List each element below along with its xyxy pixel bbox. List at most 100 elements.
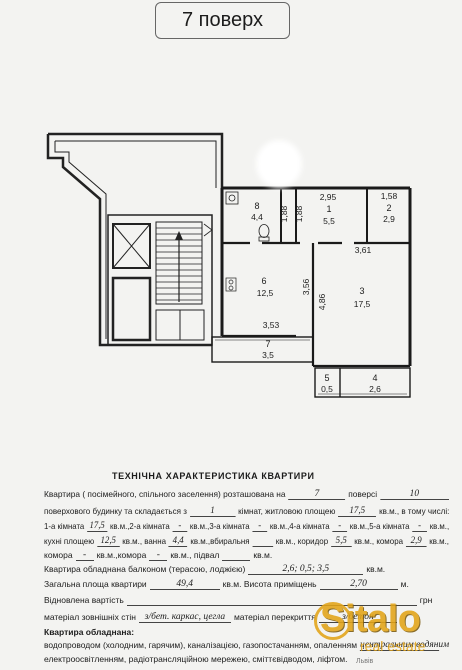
height-value: 2,70 <box>319 579 398 590</box>
label: м. <box>400 579 409 589</box>
loggia-balconies <box>211 336 411 398</box>
spec-line-storage: комора - кв.м.,комора - кв.м., підвал кв… <box>44 550 449 561</box>
room-3-number: 3 <box>359 286 364 296</box>
label: Квартира ( посімейного, спільного заселе… <box>44 489 286 499</box>
room4-value: - <box>332 521 348 532</box>
spec-line-equipment-label: Квартира обладнана: <box>44 627 449 638</box>
spec-line-area: Загальна площа квартири 49,4 кв.м. Висот… <box>44 579 449 590</box>
floor-material-value: з/бетон <box>318 612 397 623</box>
room-4-area: 2,6 <box>369 384 381 394</box>
label: поверхового будинку та складається з <box>44 506 187 516</box>
spec-line-equipment-2: електроосвітленням, радіотрансляційною м… <box>44 654 449 665</box>
heating-value: центральним водяним <box>359 640 450 651</box>
pantry-value: 2,9 <box>405 536 427 547</box>
room1-value: 17,5 <box>87 521 108 532</box>
logo-ring-icon <box>314 602 352 640</box>
room-7-area: 3,5 <box>262 350 274 360</box>
pantry3-value: - <box>149 550 168 561</box>
label: кімнат, житловою площею <box>238 506 336 516</box>
dimension-label: 1,58 <box>381 191 398 201</box>
label: кв.м. Висота приміщень <box>222 579 317 589</box>
spec-line-rooms: 1-а кімната 17,5 кв.м.,2-а кімната - кв.… <box>44 521 449 532</box>
pantry2-value: - <box>75 550 94 561</box>
spec-line-composition: поверхового будинку та складається з 1 к… <box>44 506 449 517</box>
building-outline <box>46 132 224 347</box>
label: кв.м.,4-а кімната <box>269 521 330 531</box>
dimension-label: 3,56 <box>301 278 311 295</box>
label: кв.м., ванна <box>122 536 167 546</box>
room3-value: - <box>252 521 268 532</box>
room-6-number: 6 <box>261 276 266 286</box>
balcony-value: 2,6; 0,5; 3,5 <box>248 564 364 575</box>
kitchen-value: 12,5 <box>96 536 120 547</box>
room5-value: - <box>412 521 427 532</box>
cost-value <box>126 595 417 606</box>
room-7-number: 7 <box>265 339 270 349</box>
stair-block <box>107 214 213 346</box>
toilet-icon <box>258 224 270 242</box>
label: Квартира обладнана: <box>44 627 135 637</box>
dimension-label: 1,88 <box>279 205 289 222</box>
label: кв.м., коридор <box>275 536 329 546</box>
label: Квартира обладнана балконом (терасою, ло… <box>44 564 246 574</box>
label: матеріал зовнішніх стін <box>44 612 136 622</box>
floor-value: 7 <box>288 489 346 500</box>
label: кв.м., підвал <box>170 550 220 560</box>
sink-icon <box>225 191 239 205</box>
room-5-area: 0,5 <box>321 384 333 394</box>
redaction-mark <box>256 140 302 188</box>
floor-title: 7 поверх <box>155 2 290 39</box>
floor-plan: 8 4,4 1,88 1,88 2,95 1 5,5 1,58 2 2,9 3,… <box>46 132 412 398</box>
label: грн <box>419 595 433 605</box>
living-area-value: 17,5 <box>338 506 377 517</box>
spec-line-cost: Відновлена вартість грн <box>44 595 449 606</box>
room-8-area: 4,4 <box>251 212 263 222</box>
wc-value <box>252 536 273 547</box>
apartment-walls <box>220 186 412 368</box>
label: кв.м.,2-а кімната <box>109 521 170 531</box>
label: кв.м., в тому числі: <box>379 506 450 516</box>
room-8-number: 8 <box>254 201 259 211</box>
label: кв.м.,вбиральня <box>190 536 250 546</box>
label: електроосвітленням, радіотрансляційною м… <box>44 654 348 664</box>
walls-material-value: з/бет. каркас, цегла <box>138 612 231 623</box>
label: матеріал перекриття <box>233 612 316 622</box>
label: поверсі <box>348 489 378 499</box>
label: Відновлена вартість <box>44 595 124 605</box>
room-1-number: 1 <box>326 204 331 214</box>
room-6-area: 12,5 <box>257 288 274 298</box>
logo-tagline: real estate <box>360 638 426 654</box>
dimension-label: 1,88 <box>294 205 304 222</box>
label: водопроводом (холодним, гарячим), каналі… <box>44 640 358 650</box>
logo-brand: Sitalo <box>320 598 421 640</box>
label: 1-а кімната <box>44 521 85 531</box>
room-2-number: 2 <box>386 203 391 213</box>
logo-city: Львів <box>356 658 374 665</box>
label: кухні площею <box>44 536 95 546</box>
dimension-label: 3,53 <box>263 320 280 330</box>
label: Загальна площа квартири <box>44 579 147 589</box>
label: кв.м.,комора <box>96 550 147 560</box>
dimension-label: 3,61 <box>355 245 372 255</box>
spec-line-location: Квартира ( посімейного, спільного заселе… <box>44 489 449 500</box>
label: кв.м.,5-а кімната <box>349 521 410 531</box>
room-5-number: 5 <box>324 373 329 383</box>
total-area-value: 49,4 <box>149 579 220 590</box>
room-3-area: 17,5 <box>354 299 371 309</box>
dimension-label: 2,95 <box>320 192 337 202</box>
room-2-area: 2,9 <box>383 214 395 224</box>
spec-heading: ТЕХНІЧНА ХАРАКТЕРИСТИКА КВАРТИРИ <box>112 471 315 481</box>
spec-line-materials: матеріал зовнішніх стін з/бет. каркас, ц… <box>44 612 449 623</box>
label: кв.м.,3-а кімната <box>189 521 250 531</box>
label: кв.м. <box>253 550 273 560</box>
label: кв.м. <box>366 564 386 574</box>
label: комора <box>44 550 73 560</box>
elevator-shaft-2 <box>111 276 152 342</box>
room-1-area: 5,5 <box>323 216 335 226</box>
sitalo-logo: Sitalo real estate Львів <box>312 596 460 668</box>
label: кв.м., <box>429 521 450 531</box>
spec-line-equipment-1: водопроводом (холодним, гарячим), каналі… <box>44 640 450 651</box>
label: кв.м., комора <box>354 536 404 546</box>
floors-total-value: 10 <box>380 489 449 500</box>
room2-value: - <box>172 521 188 532</box>
